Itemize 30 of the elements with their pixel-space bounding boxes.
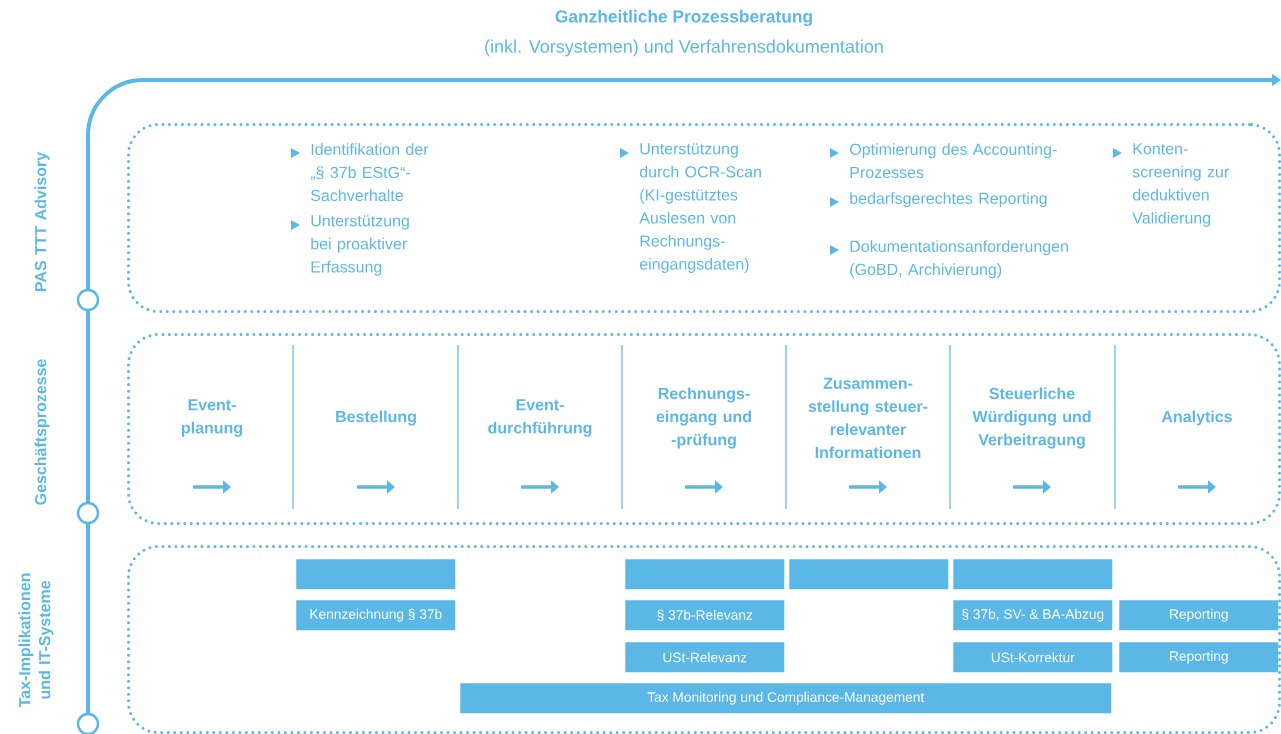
system-box: Tax Monitoring und Compliance-Management bbox=[460, 683, 1112, 714]
band-heading: Tax-Implikationen und IT-Systeme bbox=[18, 573, 54, 708]
system-box: USt-Korrektur bbox=[953, 642, 1113, 673]
system-box bbox=[789, 559, 949, 590]
bullet-item: Unterstützung durch OCR-Scan (KI-gestütztes Auslesen von Rechnungs- eingangsdaten) bbox=[620, 143, 761, 273]
bullet-item: Dokumentationsanforderungen (GoBD, Archivierung) bbox=[830, 240, 1068, 279]
band-heading: Geschäftsprozesse bbox=[34, 359, 50, 505]
system-box: USt-Relevanz bbox=[625, 642, 785, 673]
system-box: § 37b, SV- & BA-Abzug bbox=[953, 600, 1113, 631]
process-step: Event- planung bbox=[181, 399, 243, 437]
process-step: Rechnungs- eingang und -prüfung bbox=[656, 387, 751, 449]
subtitle: (inkl. Vorsystemen) und Verfahrensdokumentation bbox=[485, 39, 883, 57]
system-box bbox=[953, 559, 1113, 590]
system-box: § 37b-Relevanz bbox=[625, 600, 785, 631]
system-box: Reporting bbox=[1119, 642, 1279, 673]
bullet-item: Identifikation der „§ 37b EStG“- Sachverhalte bbox=[291, 143, 429, 202]
title: Ganzheitliche Prozessberatung bbox=[555, 9, 812, 27]
process-step: Analytics bbox=[1161, 410, 1232, 426]
band-heading: PAS TTT Advisory bbox=[34, 152, 50, 291]
system-box: Kennzeichnung § 37b bbox=[296, 600, 456, 631]
bullet-item: bedarfsgerechtes Reporting bbox=[830, 192, 1047, 208]
process-step: Bestellung bbox=[336, 410, 416, 426]
process-step: Event- durchführung bbox=[488, 399, 592, 437]
process-step: Steuerliche Würdigung und Verbeitragung bbox=[972, 387, 1091, 449]
system-box: Reporting bbox=[1119, 600, 1279, 631]
system-box bbox=[625, 559, 785, 590]
system-box bbox=[296, 559, 456, 590]
process-step: Zusammen- stellung steuer- relevanter Informationen bbox=[808, 377, 928, 459]
bullet-item: Konten- screening zur deduktiven Validierung bbox=[1113, 143, 1229, 227]
bullet-item: Unterstützung bei proaktiver Erfassung bbox=[291, 215, 409, 276]
